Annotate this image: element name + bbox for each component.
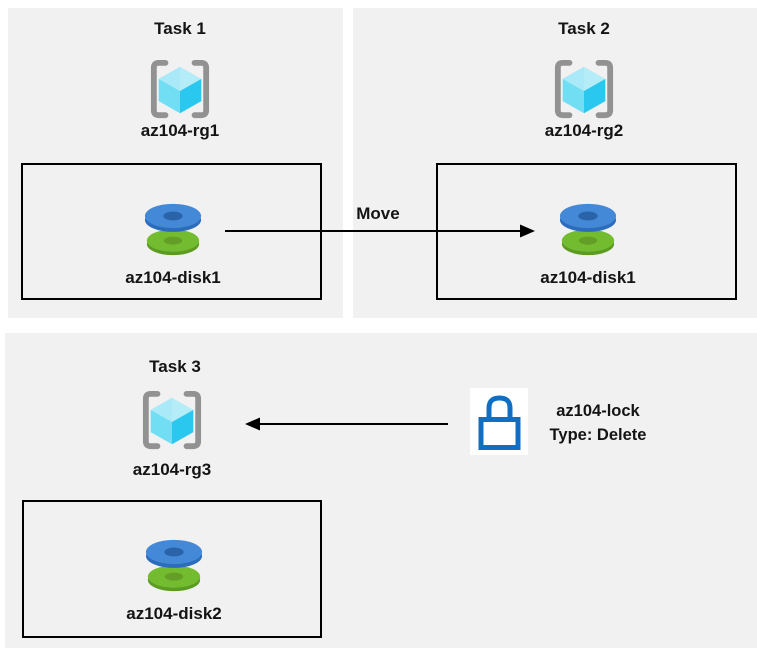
task3-panel: Task 3 az104-rg3 az104-disk2 az104-lock … — [5, 333, 757, 648]
lock-type-label: Type: Delete — [549, 426, 647, 444]
task1-title: Task 1 — [154, 19, 206, 38]
resource-group-label: az104-rg1 — [140, 121, 220, 140]
lock-name-label: az104-lock — [556, 402, 640, 420]
resource-group-icon — [149, 58, 211, 120]
disk-label: az104-disk1 — [540, 268, 636, 287]
managed-disk-icon — [557, 200, 619, 260]
resource-group-label: az104-rg3 — [132, 460, 212, 479]
managed-disk-icon — [143, 536, 205, 596]
move-arrow-label: Move — [356, 204, 400, 223]
move-arrow — [225, 224, 535, 238]
task1-panel: Task 1 az104-rg1 az104-disk1 — [8, 8, 343, 318]
task3-title: Task 3 — [149, 357, 201, 376]
resource-group-label: az104-rg2 — [544, 121, 624, 140]
task2-title: Task 2 — [558, 19, 610, 38]
managed-disk-icon — [142, 200, 204, 260]
task2-panel: Task 2 az104-rg2 az104-disk1 — [353, 8, 757, 318]
lock-icon — [471, 389, 528, 455]
disk-label: az104-disk2 — [126, 604, 222, 623]
lock-arrow — [245, 417, 448, 431]
resource-group-icon — [553, 58, 615, 120]
disk-box: az104-disk2 — [22, 500, 322, 638]
disk-label: az104-disk1 — [125, 268, 221, 287]
resource-group-icon — [141, 389, 203, 451]
lock-plate — [470, 388, 528, 455]
lock-caption: az104-lock Type: Delete — [550, 399, 647, 447]
